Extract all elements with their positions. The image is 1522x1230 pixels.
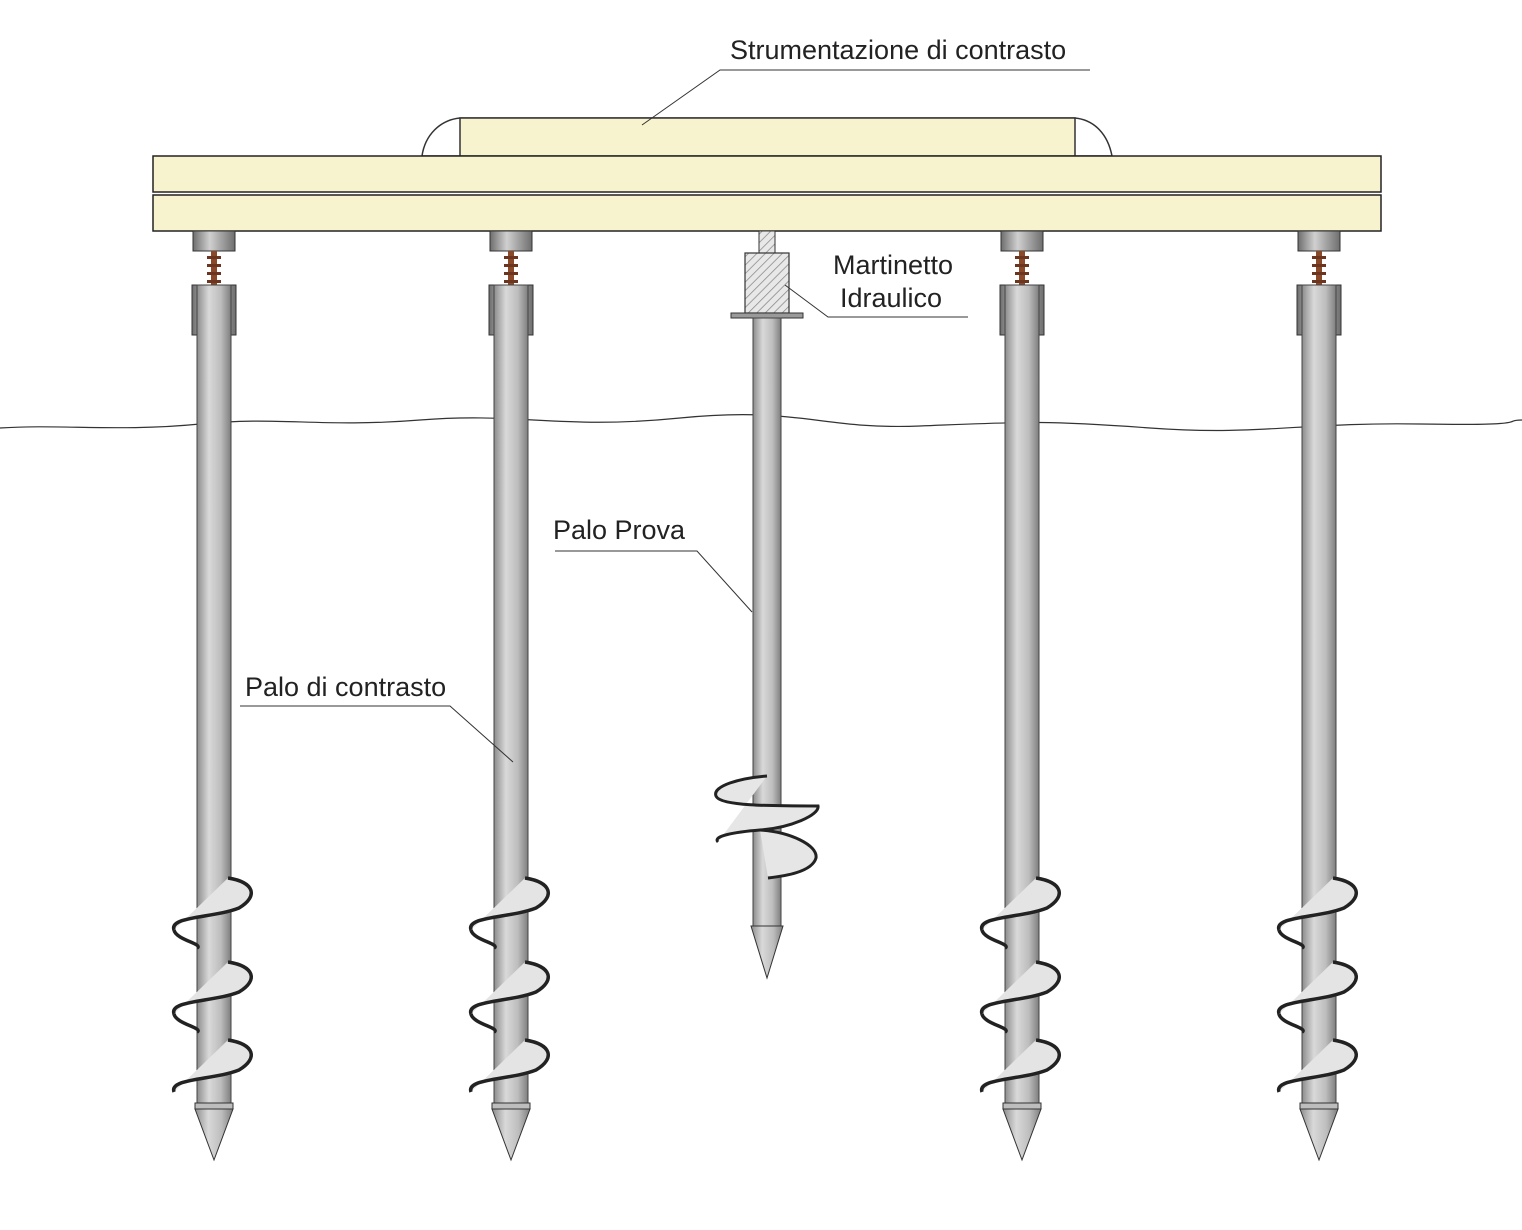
rod-nut [1015, 256, 1029, 259]
threaded-rod [1019, 251, 1025, 285]
label-test-pile: Palo Prova [553, 515, 686, 545]
rod-nut [1015, 280, 1029, 283]
rod-nut [1312, 272, 1326, 275]
jack-leader [784, 284, 968, 318]
rod-nut [1015, 272, 1029, 275]
bearing-cap [1297, 230, 1341, 252]
pile-helix [1277, 876, 1358, 1093]
hydraulic-jack [744, 252, 790, 314]
rod-nut [504, 264, 518, 267]
rod-nut [1312, 280, 1326, 283]
threaded-rod [211, 251, 217, 285]
jack-plate [730, 312, 804, 319]
instrumentation-leader [641, 69, 1090, 126]
jack-piston [758, 230, 776, 254]
rod-nut [1312, 264, 1326, 267]
reaction-pile-leader [240, 705, 514, 763]
test-pile-helix [714, 774, 820, 880]
ground-line [0, 414, 1522, 432]
reaction-pile-1 [172, 230, 253, 1162]
pile-tip [1002, 1108, 1042, 1162]
threaded-rod [508, 251, 514, 285]
instrumentation-box [421, 117, 1113, 157]
pile-tip [1299, 1108, 1339, 1162]
label-jack-line2: Idraulico [840, 283, 942, 313]
rod-nut [1015, 264, 1029, 267]
tip-collar [491, 1102, 531, 1110]
rod-nut [207, 264, 221, 267]
pile-tip [194, 1108, 234, 1162]
bearing-cap [489, 230, 533, 252]
rod-nut [504, 256, 518, 259]
label-reaction-pile: Palo di contrasto [245, 672, 446, 702]
tip-collar [194, 1102, 234, 1110]
rod-nut [207, 272, 221, 275]
reaction-pile-5 [1277, 230, 1358, 1162]
tip-collar [1002, 1102, 1042, 1110]
bearing-cap [192, 230, 236, 252]
pile-helix [172, 876, 253, 1093]
threaded-rod [1316, 251, 1322, 285]
reaction-beam [152, 155, 1382, 232]
rod-nut [1312, 256, 1326, 259]
rod-nut [207, 280, 221, 283]
test-pile-tip [750, 925, 784, 980]
label-jack-line1: Martinetto [833, 250, 953, 280]
pile-helix [980, 876, 1061, 1093]
test-pile-leader [555, 550, 753, 613]
pile-helix [469, 876, 550, 1093]
rod-nut [504, 280, 518, 283]
tip-collar [1299, 1102, 1339, 1110]
rod-nut [504, 272, 518, 275]
reaction-pile-2 [469, 230, 550, 1162]
rod-nut [207, 256, 221, 259]
label-instrumentation: Strumentazione di contrasto [730, 35, 1066, 65]
bearing-cap [1000, 230, 1044, 252]
test-pile [714, 230, 820, 980]
pile-tip [491, 1108, 531, 1162]
reaction-pile-4 [980, 230, 1061, 1162]
